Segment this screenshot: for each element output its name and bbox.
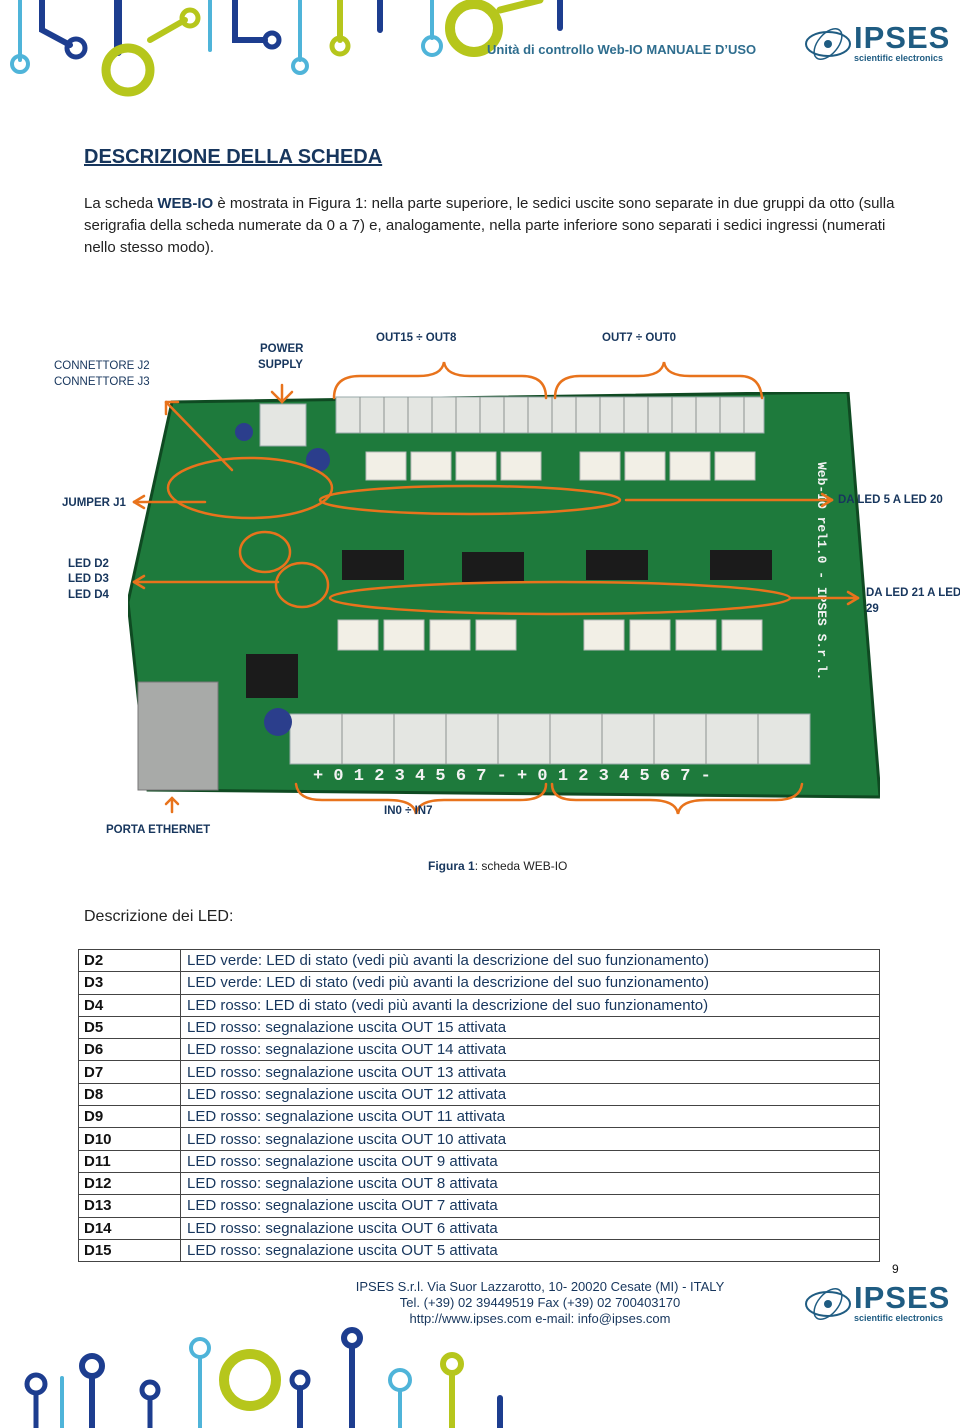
led-code: D12 (78, 1171, 181, 1196)
label-da-led-21-line1: DA LED 21 A LED (866, 587, 960, 599)
page-number: 9 (892, 1262, 899, 1276)
label-power: POWER (260, 343, 304, 355)
label-led-d2: LED D2 (68, 558, 109, 570)
led-description: LED rosso: segnalazione uscita OUT 5 att… (180, 1238, 880, 1263)
intro-bold: WEB-IO (157, 195, 214, 212)
led-description: LED rosso: segnalazione uscita OUT 10 at… (180, 1127, 880, 1151)
led-code: D6 (78, 1038, 181, 1062)
label-da-led-5-a-led-20: DA LED 5 A LED 20 (838, 494, 943, 506)
led-code: D2 (78, 948, 181, 973)
led-code: D4 (78, 993, 181, 1017)
board-photo: + 0 1 2 3 4 5 6 7 - + 0 1 2 3 4 5 6 7 - … (128, 392, 880, 799)
footer-phone: Tel. (+39) 02 39449519 Fax (+39) 02 7004… (399, 1295, 681, 1310)
logo-subtext: scientific electronics (854, 1313, 944, 1323)
label-led-d4: LED D4 (68, 589, 109, 601)
label-in0-in7: IN0 ÷ IN7 (384, 805, 433, 817)
led-description: LED rosso: segnalazione uscita OUT 7 att… (180, 1194, 880, 1218)
led-code: D10 (78, 1127, 181, 1151)
label-connettore-j3: CONNETTORE J3 (54, 376, 150, 388)
led-code: D14 (78, 1216, 181, 1240)
led-description: LED rosso: segnalazione uscita OUT 14 at… (180, 1038, 880, 1062)
intro-text-1: La scheda (84, 195, 158, 212)
led-code: D15 (78, 1238, 181, 1263)
led-code: D11 (78, 1149, 181, 1173)
led-description: LED rosso: segnalazione uscita OUT 13 at… (180, 1060, 880, 1084)
footer-ipses-logo: IPSES scientific electronics (802, 1280, 952, 1326)
led-code: D13 (78, 1194, 181, 1218)
logo-text: IPSES (854, 20, 951, 55)
led-description: LED rosso: segnalazione uscita OUT 9 att… (180, 1149, 880, 1173)
label-out15-out8: OUT15 ÷ OUT8 (376, 332, 457, 344)
ipses-logo: IPSES scientific electronics (802, 20, 952, 66)
led-description: LED rosso: segnalazione uscita OUT 8 att… (180, 1171, 880, 1196)
intro-text-2: è mostrata in Figura 1: nella parte supe… (84, 195, 895, 256)
led-code: D5 (78, 1015, 181, 1040)
led-description: LED rosso: segnalazione uscita OUT 11 at… (180, 1105, 880, 1129)
intro-paragraph: La scheda WEB-IO è mostrata in Figura 1:… (84, 193, 904, 259)
led-description: LED rosso: segnalazione uscita OUT 12 at… (180, 1082, 880, 1107)
caption-text: : scheda WEB-IO (474, 859, 568, 873)
led-description: LED rosso: LED di stato (vedi più avanti… (180, 993, 880, 1017)
led-code: D7 (78, 1060, 181, 1084)
led-code: D9 (78, 1105, 181, 1129)
ipses-logo-icon (805, 1288, 851, 1320)
header-title: Unità di controllo Web-IO MANUALE D’USO (487, 42, 757, 57)
footer-circuit-decoration (24, 1327, 503, 1428)
logo-subtext: scientific electronics (854, 53, 944, 63)
caption-bold: Figura 1 (428, 859, 475, 873)
led-description-heading: Descrizione dei LED: (84, 908, 234, 925)
label-jumper-j1: JUMPER J1 (62, 497, 126, 509)
ipses-logo-icon (805, 28, 851, 60)
figure-caption: Figura 1: scheda WEB-IO (428, 859, 567, 873)
led-description: LED rosso: segnalazione uscita OUT 15 at… (180, 1015, 880, 1040)
label-porta-ethernet: PORTA ETHERNET (106, 824, 211, 836)
logo-text: IPSES (854, 1280, 951, 1315)
led-code: D8 (78, 1082, 181, 1107)
led-description: LED rosso: segnalazione uscita OUT 6 att… (180, 1216, 880, 1240)
led-description: LED verde: LED di stato (vedi più avanti… (180, 971, 880, 995)
label-supply: SUPPLY (258, 359, 303, 371)
led-description: LED verde: LED di stato (vedi più avanti… (180, 948, 880, 973)
led-code: D3 (78, 971, 181, 995)
board-silkscreen: Web-IO rel1.0 - IPSES S.r.l. (814, 462, 829, 680)
label-da-led-21-line2: 29 (866, 603, 879, 615)
label-out7-out0: OUT7 ÷ OUT0 (602, 332, 677, 344)
label-connettore-j2: CONNETTORE J2 (54, 360, 150, 372)
footer-address: IPSES S.r.l. Via Suor Lazzarotto, 10- 20… (355, 1279, 725, 1294)
footer: IPSES S.r.l. Via Suor Lazzarotto, 10- 20… (300, 1279, 780, 1327)
label-led-d3: LED D3 (68, 573, 109, 585)
input-numbers: + 0 1 2 3 4 5 6 7 - + 0 1 2 3 4 5 6 7 - (313, 767, 711, 786)
section-title: DESCRIZIONE DELLA SCHEDA (84, 146, 383, 168)
footer-web: http://www.ipses.com e-mail: info@ipses.… (409, 1311, 671, 1326)
